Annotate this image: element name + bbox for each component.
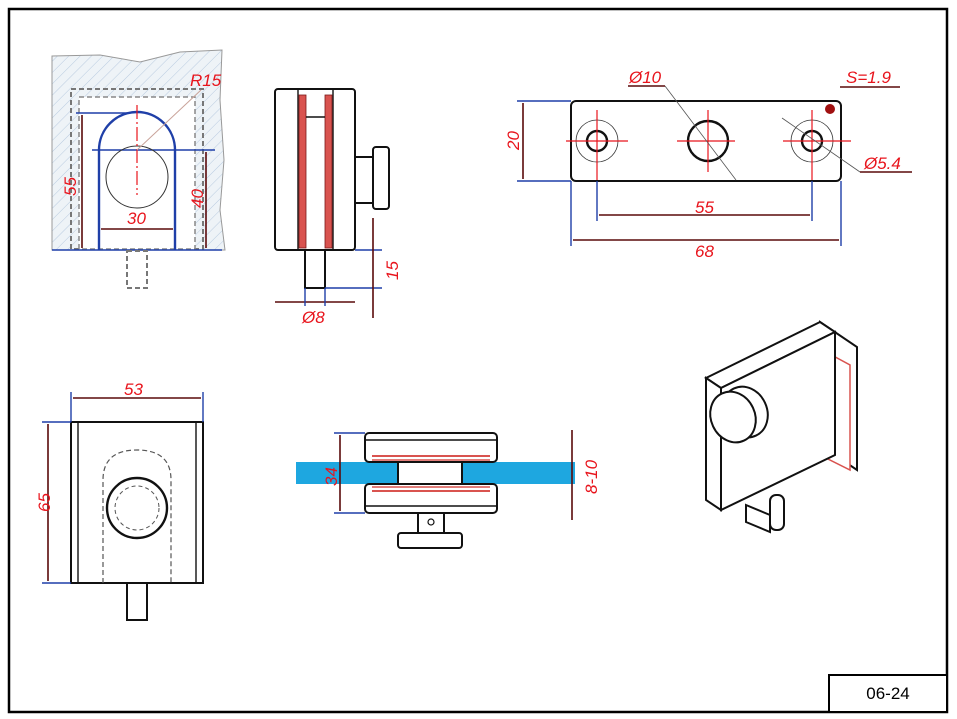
plate-view: 20 55 68 Ø10 S=1.9 Ø5.4 [504,68,912,261]
dim-clamp-height: 34 [322,467,341,486]
dim-thickness: S=1.9 [846,68,891,87]
front-view: 53 65 [35,380,204,621]
cutout-view: 55 40 30 R15 [51,49,226,289]
dim-center-hole: Ø10 [628,68,662,87]
drawing-frame [7,7,949,714]
dim-cutout-width: 30 [127,209,146,228]
drawing-number: 06-24 [866,684,909,703]
dim-glass-thickness: 8-10 [582,459,601,494]
dim-front-height: 65 [35,493,54,512]
dim-cutout-straight: 40 [188,189,207,208]
dim-radius: R15 [190,71,222,90]
dim-plate-length: 68 [695,242,714,261]
dim-hole-spacing: 55 [695,198,714,217]
isometric-view [703,320,858,534]
glass-view: 34 8-10 [296,430,601,549]
dim-stem-length: 15 [383,261,402,280]
dim-side-hole: Ø5.4 [863,154,901,173]
dim-cutout-height: 55 [61,177,80,196]
dim-front-width: 53 [124,380,143,399]
dim-stem-diameter: Ø8 [301,308,325,327]
side-view: 15 Ø8 [274,88,402,327]
title-block: 06-24 [828,674,948,713]
dim-plate-height: 20 [504,131,523,151]
